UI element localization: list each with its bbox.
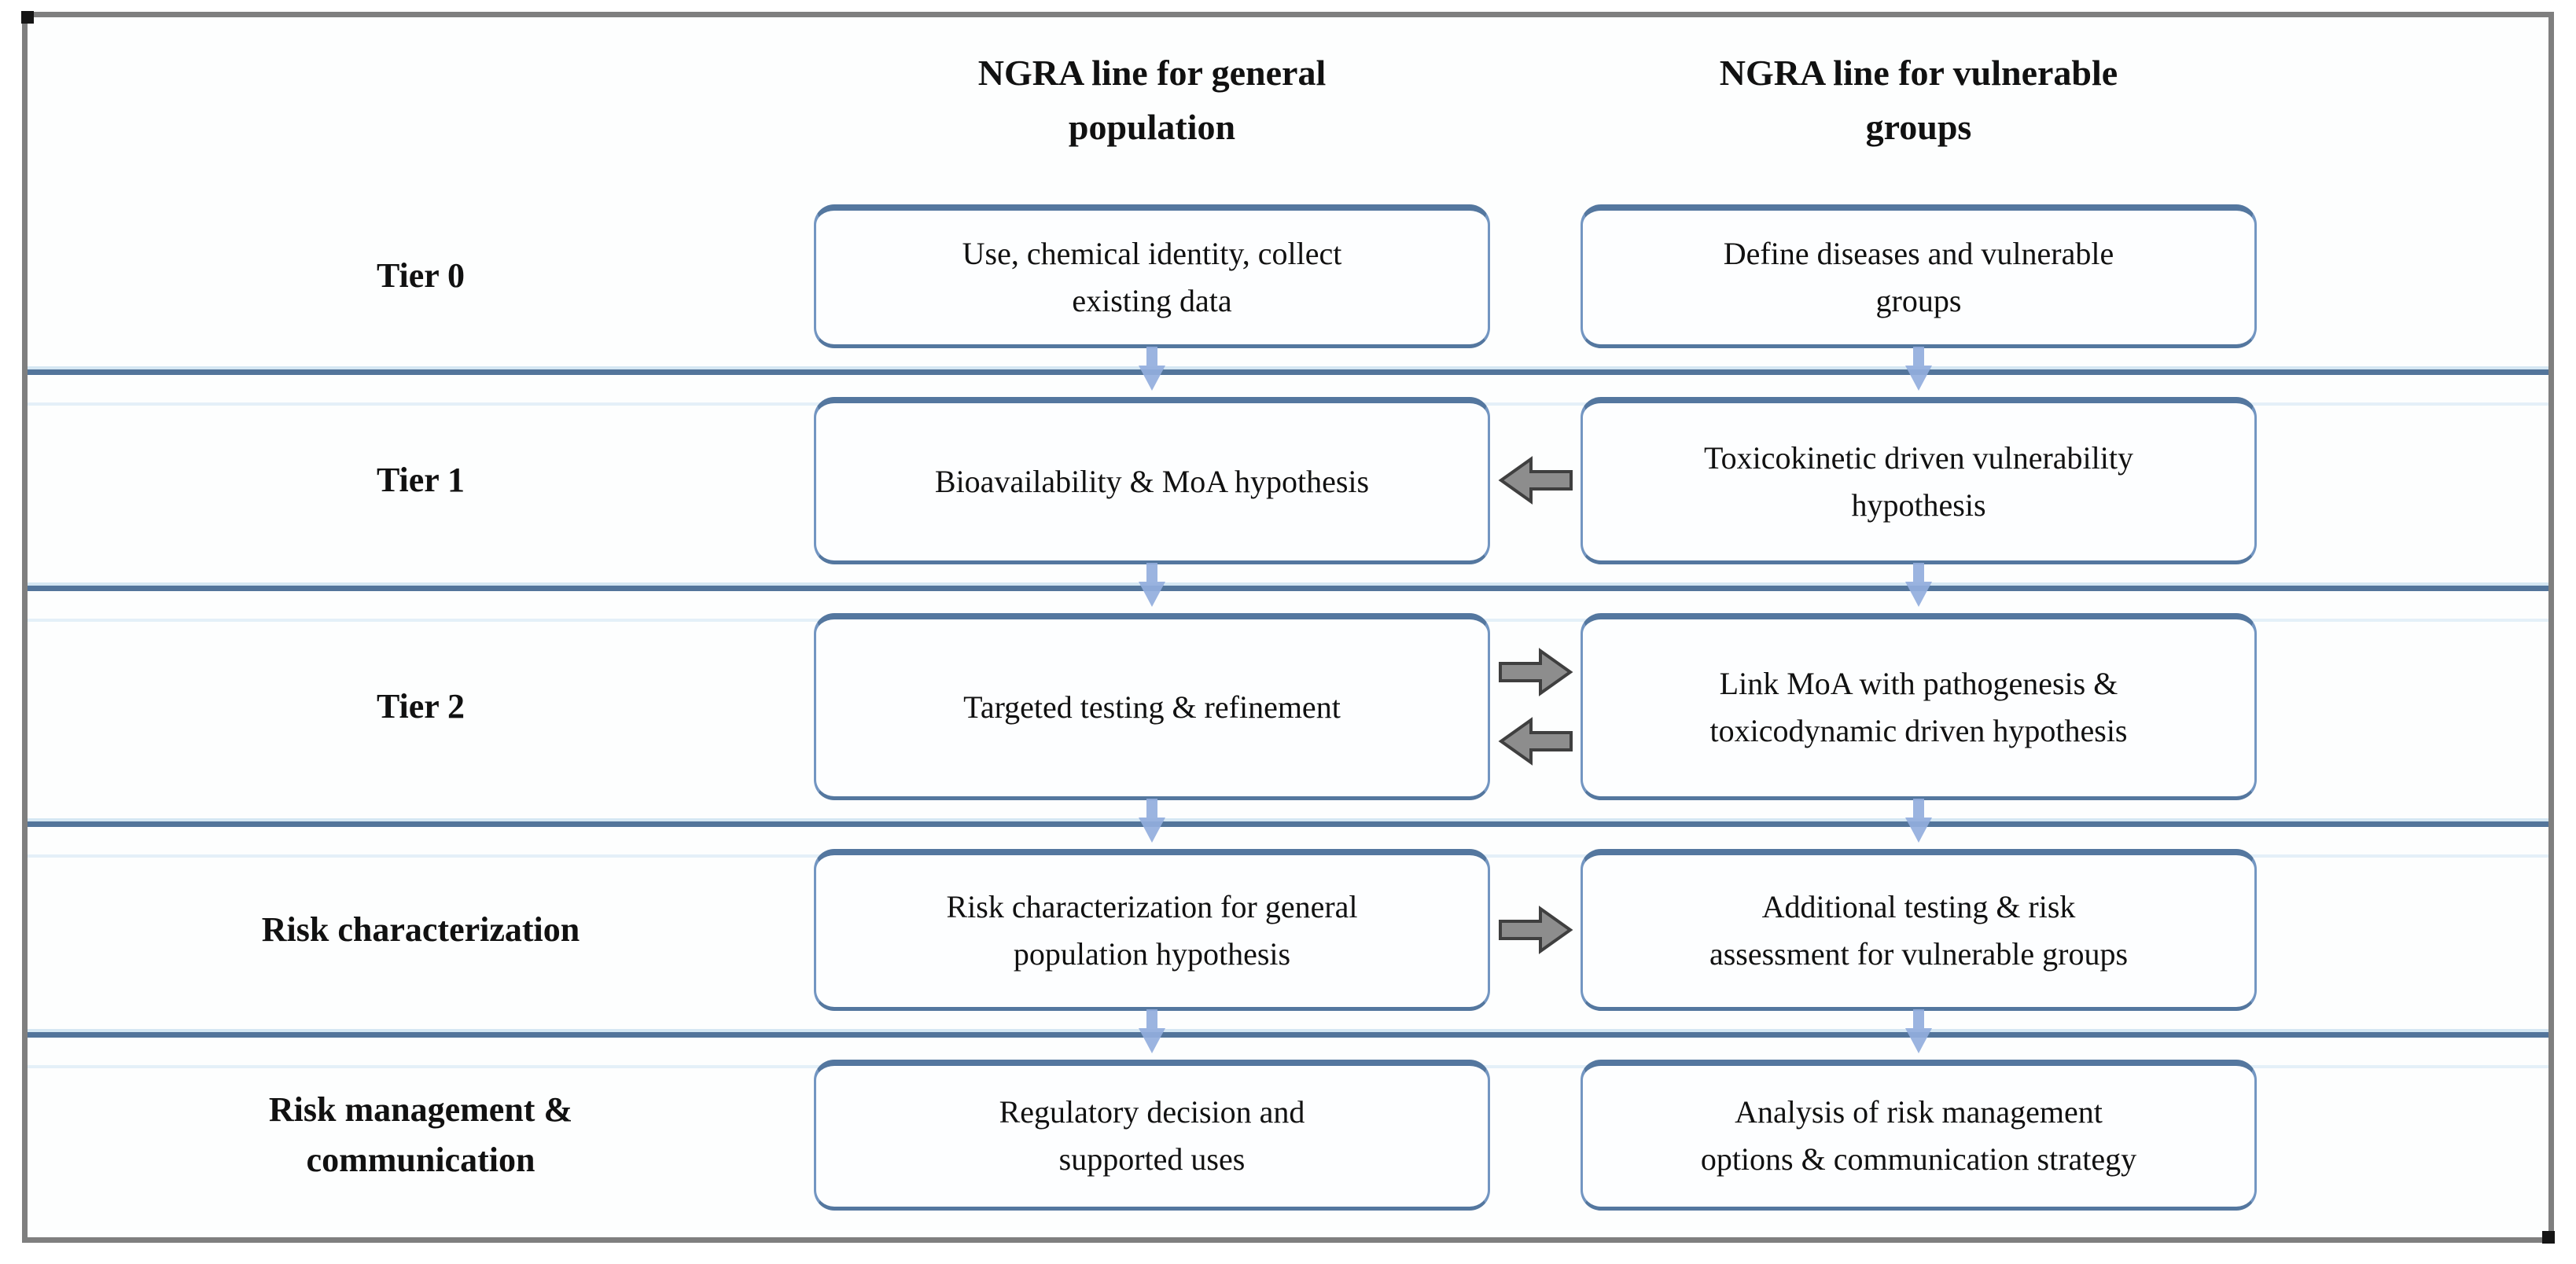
box-tier2-general: Targeted testing & refinement	[814, 612, 1490, 800]
column-header-vulnerable-groups: NGRA line for vulnerable groups	[1719, 53, 2118, 147]
row-label-tier-2: Tier 2	[376, 686, 466, 726]
row-tier-0: Tier 0 Use, chemical identity, collect e…	[28, 182, 2548, 406]
row-risk-characterization: Risk characterization Risk characterizat…	[28, 827, 2548, 1068]
box-riskmgmt-vulnerable: Analysis of risk management options & co…	[1581, 1059, 2257, 1211]
row-tier-1: Tier 1 Bioavailability & MoA hypothesis …	[28, 375, 2548, 622]
box-tier2-vulnerable: Link MoA with pathogenesis & toxicodynam…	[1581, 612, 2257, 800]
box-tier1-vulnerable: Toxicokinetic driven vulnerability hypot…	[1581, 396, 2257, 564]
diagram-frame: NGRA line for general population NGRA li…	[21, 11, 2555, 1244]
cross-arrow-cell-tier2	[1490, 591, 1581, 821]
row-label-risk-management: Risk management & communication	[268, 1089, 573, 1179]
arrow-left-icon	[1498, 456, 1573, 505]
row-risk-management: Risk management & communication Regulato…	[28, 1038, 2548, 1232]
column-header-general-population: NGRA line for general population	[977, 53, 1327, 147]
box-tier0-vulnerable: Define diseases and vulnerable groups	[1581, 204, 2257, 348]
row-tier-2: Tier 2 Targeted testing & refinement Lin…	[28, 591, 2548, 858]
box-tier1-general: Bioavailability & MoA hypothesis	[814, 396, 1490, 564]
arrow-right-icon	[1498, 648, 1573, 696]
arrow-right-icon	[1498, 906, 1573, 954]
box-tier0-general: Use, chemical identity, collect existing…	[814, 204, 1490, 348]
frame-corner-mark	[21, 11, 34, 24]
row-label-tier-0: Tier 0	[376, 256, 466, 296]
box-riskchar-general: Risk characterization for general popula…	[814, 848, 1490, 1011]
box-riskmgmt-general: Regulatory decision and supported uses	[814, 1059, 1490, 1211]
header-row: NGRA line for general population NGRA li…	[28, 17, 2548, 182]
arrow-left-icon	[1498, 717, 1573, 766]
cross-arrow-cell-tier1	[1490, 375, 1581, 586]
row-label-tier-1: Tier 1	[376, 461, 466, 500]
row-label-risk-characterization: Risk characterization	[261, 909, 580, 949]
frame-corner-mark	[2542, 1231, 2555, 1244]
cross-arrow-cell-riskchar	[1490, 827, 1581, 1032]
box-riskchar-vulnerable: Additional testing & risk assessment for…	[1581, 848, 2257, 1011]
